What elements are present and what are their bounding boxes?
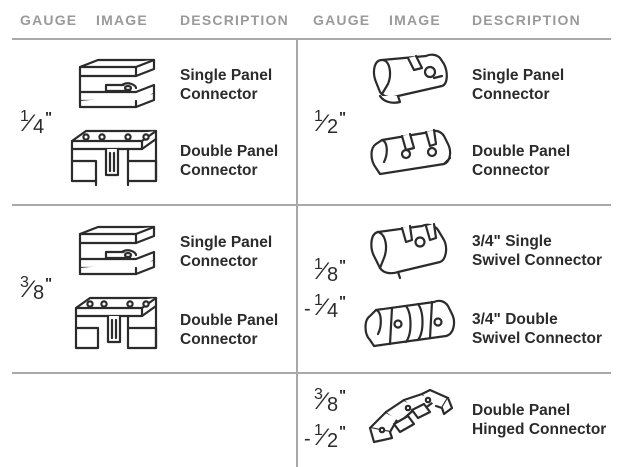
column-divider (296, 40, 298, 467)
row-rule-2 (12, 372, 611, 374)
description-double-panel-connector: Double Panel Connector (180, 312, 279, 348)
header-image-right: IMAGE (389, 12, 441, 28)
description-double-panel-connector: Double Panel Connector (472, 143, 571, 179)
double-panel-connector-icon (74, 296, 158, 350)
description-single-panel-connector: Single Panel Connector (180, 67, 273, 103)
header-image-left: IMAGE (96, 12, 148, 28)
description-hinged-connector: Double Panel Hinged Connector (472, 402, 607, 438)
description-double-panel-connector: Double Panel Connector (180, 143, 279, 179)
description-swivel-single-connector: 3/4" Single Swivel Connector (472, 233, 603, 269)
hinged-connector-icon (368, 388, 454, 444)
single-panel-connector-icon (78, 58, 156, 109)
header-gauge-right: GAUGE (313, 12, 371, 28)
description-swivel-double-connector: 3/4" Double Swivel Connector (472, 311, 603, 347)
header-description-right: DESCRIPTION (472, 12, 581, 28)
header-rule (12, 38, 611, 40)
round-double-connector-icon (370, 128, 452, 176)
header-gauge-left: GAUGE (20, 12, 78, 28)
round-single-connector-icon (372, 53, 448, 104)
description-single-panel-connector: Single Panel Connector (180, 234, 273, 270)
description-single-panel-connector: Single Panel Connector (472, 67, 565, 103)
swivel-single-connector-icon (370, 222, 448, 280)
swivel-double-connector-icon (364, 299, 456, 348)
header-description-left: DESCRIPTION (180, 12, 289, 28)
single-panel-connector-icon (78, 225, 156, 276)
row-rule-1 (12, 204, 611, 206)
double-panel-connector-icon (70, 129, 158, 187)
